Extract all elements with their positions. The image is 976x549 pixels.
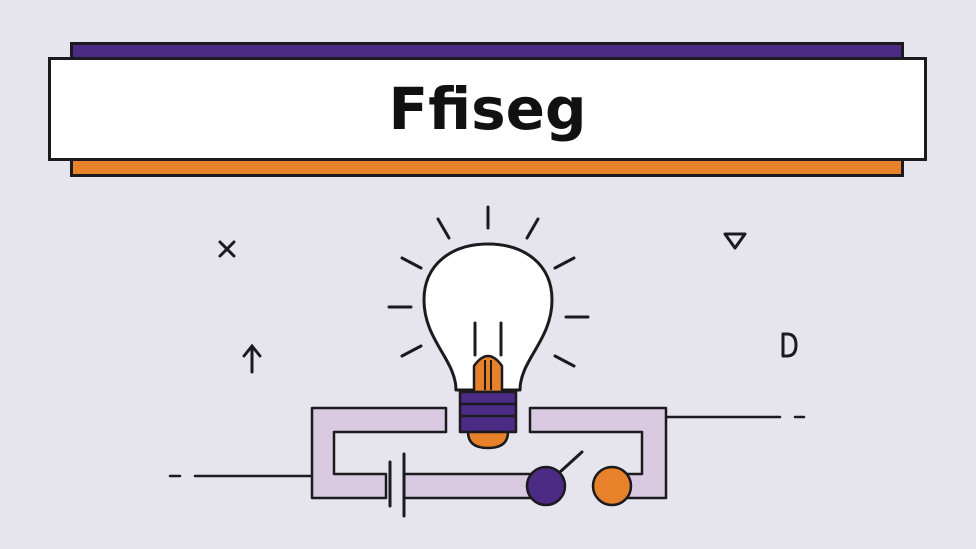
bulb-base (458, 390, 518, 434)
page-title: Ffiseg (388, 75, 587, 143)
circuit-frame-left (310, 406, 448, 500)
bulb-tip (466, 430, 510, 450)
arrow-up-icon (242, 343, 262, 374)
wire-lines (168, 415, 806, 478)
title-box: Ffiseg (48, 57, 927, 161)
title-banner: Ffiseg (0, 0, 976, 190)
battery-icon (388, 452, 406, 518)
letter-d-icon (781, 332, 798, 358)
triangle-icon (723, 232, 747, 250)
circuit-illustration (168, 205, 806, 518)
circuit-frame-bottom (402, 472, 542, 500)
lightbulb-icon (422, 242, 554, 450)
light-rays (387, 205, 590, 368)
switch-icon (525, 450, 633, 507)
cross-icon (218, 240, 236, 258)
